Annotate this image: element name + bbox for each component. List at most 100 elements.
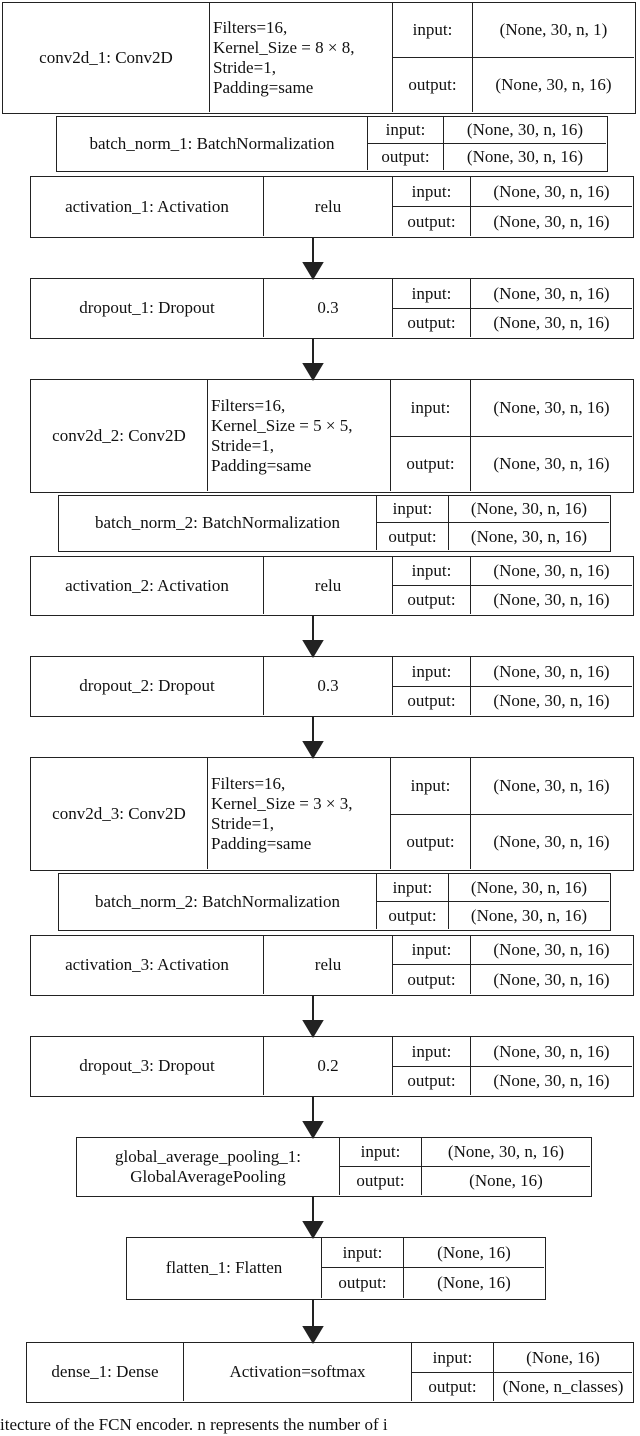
layer-flatten-1: flatten_1: Flatten input: (None, 16) out… xyxy=(126,1237,546,1300)
input-label: input: xyxy=(392,177,470,207)
layer-name: conv2d_2: Conv2D xyxy=(52,425,186,445)
layer-name: dense_1: Dense xyxy=(51,1362,159,1381)
layer-name: batch_norm_2: BatchNormalization xyxy=(94,891,340,911)
output-shape: (None, 30, n, 16) xyxy=(470,1067,632,1095)
input-shape: (None, 30, n, 16) xyxy=(470,177,632,207)
layer-activation-2: activation_2: Activation relu input: (No… xyxy=(30,556,634,616)
layer-global-average-pooling-1: global_average_pooling_1: GlobalAverageP… xyxy=(76,1137,592,1197)
arrow-down-icon xyxy=(302,339,324,381)
output-shape: (None, 16) xyxy=(403,1268,544,1298)
layer-param: relu xyxy=(263,936,392,994)
output-shape: (None, 30, n, 16) xyxy=(470,437,632,491)
input-shape: (None, 30, n, 16) xyxy=(470,936,632,965)
layer-activation-3: activation_3: Activation relu input: (No… xyxy=(30,935,634,996)
layer-conv2d-3: conv2d_3: Conv2D Filters=16, Kernel_Size… xyxy=(30,757,634,871)
output-shape: (None, 30, n, 16) xyxy=(470,687,632,715)
output-shape: (None, 30, n, 16) xyxy=(472,58,634,112)
input-label: input: xyxy=(392,3,472,58)
param-line: Kernel_Size = 8 × 8, xyxy=(213,37,355,57)
arrow-down-icon xyxy=(302,717,324,759)
layer-name: dropout_3: Dropout xyxy=(79,1056,215,1075)
output-label: output: xyxy=(376,902,448,929)
input-label: input: xyxy=(367,117,443,144)
param-line: Kernel_Size = 5 × 5, xyxy=(211,415,353,435)
layer-activation-1: activation_1: Activation relu input: (No… xyxy=(30,176,634,238)
arrow-down-icon xyxy=(302,1197,324,1239)
layer-param: Activation=softmax xyxy=(183,1343,411,1401)
input-shape: (None, 30, n, 16) xyxy=(443,117,606,144)
output-shape: (None, n_classes) xyxy=(493,1373,632,1401)
arrow-down-icon xyxy=(302,1097,324,1139)
input-shape: (None, 30, n, 16) xyxy=(470,657,632,687)
layer-dropout-2: dropout_2: Dropout 0.3 input: (None, 30,… xyxy=(30,656,634,717)
layer-param: 0.3 xyxy=(263,657,392,715)
layer-name: batch_norm_2: BatchNormalization xyxy=(94,513,340,532)
output-shape: (None, 30, n, 16) xyxy=(470,965,632,994)
param-line: Filters=16, xyxy=(211,395,286,415)
output-label: output: xyxy=(321,1268,403,1298)
output-shape: (None, 30, n, 16) xyxy=(470,309,632,337)
output-label: output: xyxy=(392,687,470,715)
input-shape: (None, 16) xyxy=(493,1343,632,1373)
input-shape: (None, 16) xyxy=(403,1238,544,1268)
input-label: input: xyxy=(376,874,448,902)
output-label: output: xyxy=(392,965,470,994)
layer-params: Filters=16, Kernel_Size = 8 × 8, Stride=… xyxy=(209,3,392,112)
input-label: input: xyxy=(376,496,448,523)
output-shape: (None, 30, n, 16) xyxy=(470,586,632,614)
figure-caption: itecture of the FCN encoder. n represent… xyxy=(0,1415,388,1434)
output-label: output: xyxy=(392,58,472,112)
layer-conv2d-1: conv2d_1: Conv2D Filters=16, Kernel_Size… xyxy=(2,2,636,114)
layer-name: activation_1: Activation xyxy=(65,196,229,216)
param-line: Stride=1, xyxy=(213,57,276,77)
arrow-down-icon xyxy=(302,996,324,1038)
arrow-down-icon xyxy=(302,616,324,658)
layer-name: global_average_pooling_1: GlobalAverageP… xyxy=(77,1138,339,1195)
output-shape: (None, 30, n, 16) xyxy=(470,207,632,236)
layer-dropout-3: dropout_3: Dropout 0.2 input: (None, 30,… xyxy=(30,1036,634,1097)
param-line: Padding=same xyxy=(213,77,314,97)
layer-params: Filters=16, Kernel_Size = 3 × 3, Stride=… xyxy=(207,758,390,869)
input-label: input: xyxy=(392,557,470,586)
param-line: Stride=1, xyxy=(211,435,274,455)
output-label: output: xyxy=(390,437,470,491)
layer-batch-norm-3: batch_norm_2: BatchNormalization input: … xyxy=(58,873,611,931)
param-line: Filters=16, xyxy=(211,773,286,793)
input-shape: (None, 30, n, 16) xyxy=(448,496,609,523)
layer-dense-1: dense_1: Dense Activation=softmax input:… xyxy=(26,1342,634,1403)
layer-name: dropout_1: Dropout xyxy=(79,298,215,317)
input-label: input: xyxy=(339,1138,421,1167)
input-shape: (None, 30, n, 16) xyxy=(470,1037,632,1067)
input-label: input: xyxy=(392,279,470,309)
param-line: Kernel_Size = 3 × 3, xyxy=(211,793,353,813)
layer-batch-norm-1: batch_norm_1: BatchNormalization input: … xyxy=(56,116,608,172)
layer-param: 0.3 xyxy=(263,279,392,337)
input-label: input: xyxy=(411,1343,493,1373)
input-label: input: xyxy=(321,1238,403,1268)
output-shape: (None, 16) xyxy=(421,1167,590,1195)
layer-name: activation_2: Activation xyxy=(65,575,229,595)
input-shape: (None, 30, n, 16) xyxy=(470,557,632,586)
input-label: input: xyxy=(392,657,470,687)
input-shape: (None, 30, n, 1) xyxy=(472,3,634,58)
output-shape: (None, 30, n, 16) xyxy=(448,902,609,929)
arrow-down-icon xyxy=(302,238,324,280)
layer-name-line-2: GlobalAveragePooling xyxy=(130,1166,286,1186)
layer-param: 0.2 xyxy=(263,1037,392,1095)
input-shape: (None, 30, n, 16) xyxy=(421,1138,590,1167)
param-line: Filters=16, xyxy=(213,17,288,37)
layer-name: activation_3: Activation xyxy=(65,955,229,974)
output-label: output: xyxy=(411,1373,493,1401)
input-shape: (None, 30, n, 16) xyxy=(470,758,632,815)
output-label: output: xyxy=(367,144,443,170)
output-label: output: xyxy=(390,815,470,869)
input-label: input: xyxy=(390,758,470,815)
layer-conv2d-2: conv2d_2: Conv2D Filters=16, Kernel_Size… xyxy=(30,379,634,493)
output-label: output: xyxy=(392,1067,470,1095)
layer-dropout-1: dropout_1: Dropout 0.3 input: (None, 30,… xyxy=(30,278,634,339)
output-label: output: xyxy=(392,207,470,236)
input-label: input: xyxy=(392,1037,470,1067)
output-shape: (None, 30, n, 16) xyxy=(448,523,609,550)
layer-name: conv2d_1: Conv2D xyxy=(39,47,173,67)
